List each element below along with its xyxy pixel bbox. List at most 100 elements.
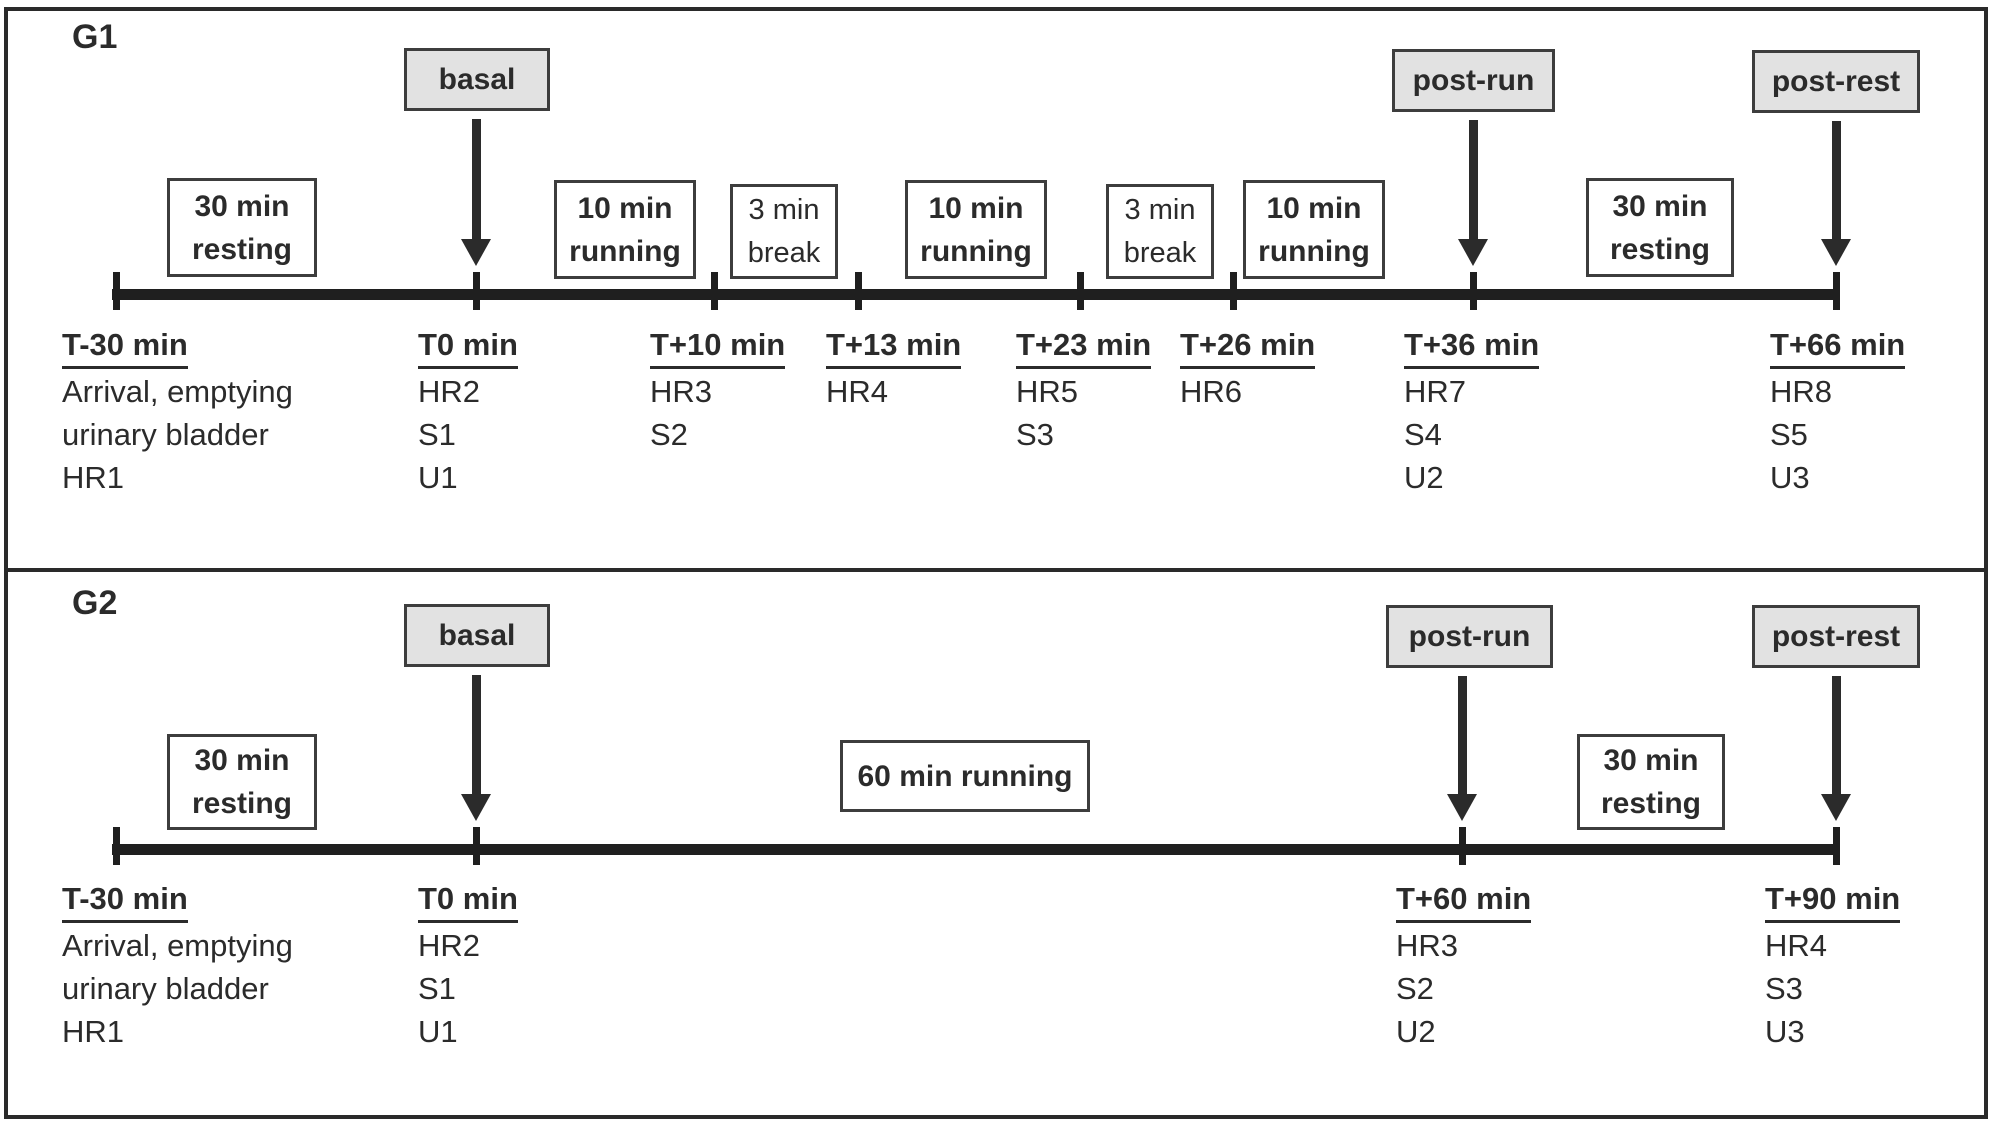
time-point-entry-g1-t-23-min-hr5: HR5 <box>1016 374 1079 409</box>
time-label-g1-t-10-min: T+10 min <box>650 327 786 370</box>
phase-box-label: resting <box>191 787 293 820</box>
phase-box-label: break <box>747 236 821 269</box>
phase-box-label: 10 min <box>928 191 1024 225</box>
time-point-entry-g1-t-66-min-u3: U3 <box>1770 460 1810 495</box>
sample-marker-g1-basal: basal <box>404 48 550 111</box>
phase-box-label: 30 min <box>194 189 290 223</box>
arrow-shaft-g2-post-rest <box>1832 676 1841 794</box>
phase-box-label: 10 min <box>1266 191 1362 225</box>
phase-box-g2-30-min-resting: 30 min resting <box>1577 734 1725 830</box>
phase-box-label: running <box>569 234 681 268</box>
time-point-entry-g1-t-13-min-hr4: HR4 <box>826 374 889 409</box>
arrow-down-icon-g1-basal <box>461 239 491 266</box>
timeline-tick-g1-3 <box>855 272 862 310</box>
arrow-down-icon-g1-post-run <box>1458 239 1488 266</box>
timeline-tick-g1-2 <box>711 272 718 310</box>
timeline-g2 <box>112 844 1840 855</box>
group-label-g1: G1 <box>72 18 118 56</box>
time-point-entry-g2-t-30-min-arrival-emptying: Arrival, emptying <box>62 928 293 963</box>
sample-marker-g2-post-run: post-run <box>1386 605 1553 668</box>
phase-box-label: 10 min <box>577 191 673 225</box>
time-point-entry-g2-t-60-min-s2: S2 <box>1396 971 1434 1006</box>
arrow-shaft-g1-basal <box>472 119 481 239</box>
time-point-entry-g1-t-23-min-s3: S3 <box>1016 417 1054 452</box>
panel-divider <box>4 568 1988 572</box>
arrow-shaft-g2-post-run <box>1458 676 1467 794</box>
timeline-tick-g1-1 <box>473 272 480 310</box>
phase-box-label: 60 min running <box>857 759 1073 793</box>
time-point-entry-g2-t-90-min-hr4: HR4 <box>1765 928 1828 963</box>
arrow-shaft-g2-basal <box>472 675 481 794</box>
phase-box-label: resting <box>1609 232 1711 266</box>
time-point-entry-g1-t-26-min-hr6: HR6 <box>1180 374 1243 409</box>
time-point-entry-g1-t-66-min-s5: S5 <box>1770 417 1808 452</box>
time-point-entry-g1-t0-min-u1: U1 <box>418 460 458 495</box>
time-point-entry-g2-t0-min-hr2: HR2 <box>418 928 481 963</box>
time-point-entry-g1-t-30-min-arrival-emptying: Arrival, emptying <box>62 374 293 409</box>
time-point-entry-g2-t-90-min-u3: U3 <box>1765 1014 1805 1049</box>
time-label-g2-t-90-min: T+90 min <box>1765 881 1901 924</box>
time-point-entry-g1-t-30-min-hr1: HR1 <box>62 460 125 495</box>
phase-box-g1-3-min-break: 3 min break <box>730 184 838 279</box>
time-point-entry-g1-t-66-min-hr8: HR8 <box>1770 374 1833 409</box>
sample-marker-g1-post-run: post-run <box>1392 49 1555 112</box>
time-point-entry-g1-t-36-min-s4: S4 <box>1404 417 1442 452</box>
time-label-g1-t-23-min: T+23 min <box>1016 327 1152 370</box>
sample-marker-g2-basal: basal <box>404 604 550 667</box>
phase-box-g1-10-min-running: 10 min running <box>905 180 1047 279</box>
timeline-tick-g1-4 <box>1077 272 1084 310</box>
timeline-tick-g2-1 <box>473 827 480 865</box>
time-label-g1-t-36-min: T+36 min <box>1404 327 1540 370</box>
phase-box-g1-10-min-running: 10 min running <box>554 180 696 279</box>
figure-border <box>4 7 1988 1119</box>
time-point-entry-g1-t0-min-s1: S1 <box>418 417 456 452</box>
group-label-g2: G2 <box>72 584 118 622</box>
time-point-entry-g2-t-60-min-u2: U2 <box>1396 1014 1436 1049</box>
arrow-down-icon-g2-post-run <box>1447 794 1477 821</box>
time-point-entry-g1-t-30-min-urinary-bladder: urinary bladder <box>62 417 269 452</box>
time-label-g1-t0-min: T0 min <box>418 327 518 370</box>
phase-box-g2-60-min-running: 60 min running <box>840 740 1090 812</box>
arrow-down-icon-g1-post-rest <box>1821 239 1851 266</box>
timeline-tick-g1-0 <box>113 272 120 310</box>
phase-box-label: 30 min <box>194 744 290 777</box>
timeline-tick-g2-2 <box>1459 827 1466 865</box>
phase-box-g1-3-min-break: 3 min break <box>1106 184 1214 279</box>
phase-box-label: resting <box>191 232 293 266</box>
timeline-tick-g2-0 <box>113 827 120 865</box>
sample-marker-g1-post-rest: post-rest <box>1752 50 1920 113</box>
time-label-g1-t-26-min: T+26 min <box>1180 327 1316 370</box>
phase-box-label: 3 min <box>1124 193 1196 226</box>
timeline-tick-g1-5 <box>1230 272 1237 310</box>
time-label-g2-t0-min: T0 min <box>418 881 518 924</box>
arrow-shaft-g1-post-run <box>1469 120 1478 239</box>
time-label-g1-t-66-min: T+66 min <box>1770 327 1906 370</box>
time-point-entry-g1-t-36-min-u2: U2 <box>1404 460 1444 495</box>
time-point-entry-g2-t0-min-u1: U1 <box>418 1014 458 1049</box>
phase-box-label: resting <box>1600 787 1702 820</box>
arrow-down-icon-g2-post-rest <box>1821 794 1851 821</box>
time-label-g2-t-30-min: T-30 min <box>62 881 188 924</box>
time-point-entry-g2-t-60-min-hr3: HR3 <box>1396 928 1459 963</box>
time-point-entry-g2-t-90-min-s3: S3 <box>1765 971 1803 1006</box>
timeline-tick-g1-6 <box>1470 272 1477 310</box>
time-label-g1-t-13-min: T+13 min <box>826 327 962 370</box>
phase-box-label: 30 min <box>1603 744 1699 777</box>
timeline-g1 <box>112 289 1840 300</box>
time-point-entry-g1-t0-min-hr2: HR2 <box>418 374 481 409</box>
timeline-tick-g2-3 <box>1833 827 1840 865</box>
arrow-shaft-g1-post-rest <box>1832 121 1841 239</box>
phase-box-label: break <box>1123 236 1197 269</box>
time-point-entry-g2-t-30-min-hr1: HR1 <box>62 1014 125 1049</box>
time-label-g2-t-60-min: T+60 min <box>1396 881 1532 924</box>
phase-box-g1-30-min-resting: 30 min resting <box>167 178 317 277</box>
phase-box-label: 3 min <box>748 193 820 226</box>
phase-box-label: running <box>920 234 1032 268</box>
time-point-entry-g1-t-36-min-hr7: HR7 <box>1404 374 1467 409</box>
phase-box-label: running <box>1258 234 1370 268</box>
sample-marker-g2-post-rest: post-rest <box>1752 605 1920 668</box>
phase-box-g1-10-min-running: 10 min running <box>1243 180 1385 279</box>
time-point-entry-g2-t0-min-s1: S1 <box>418 971 456 1006</box>
